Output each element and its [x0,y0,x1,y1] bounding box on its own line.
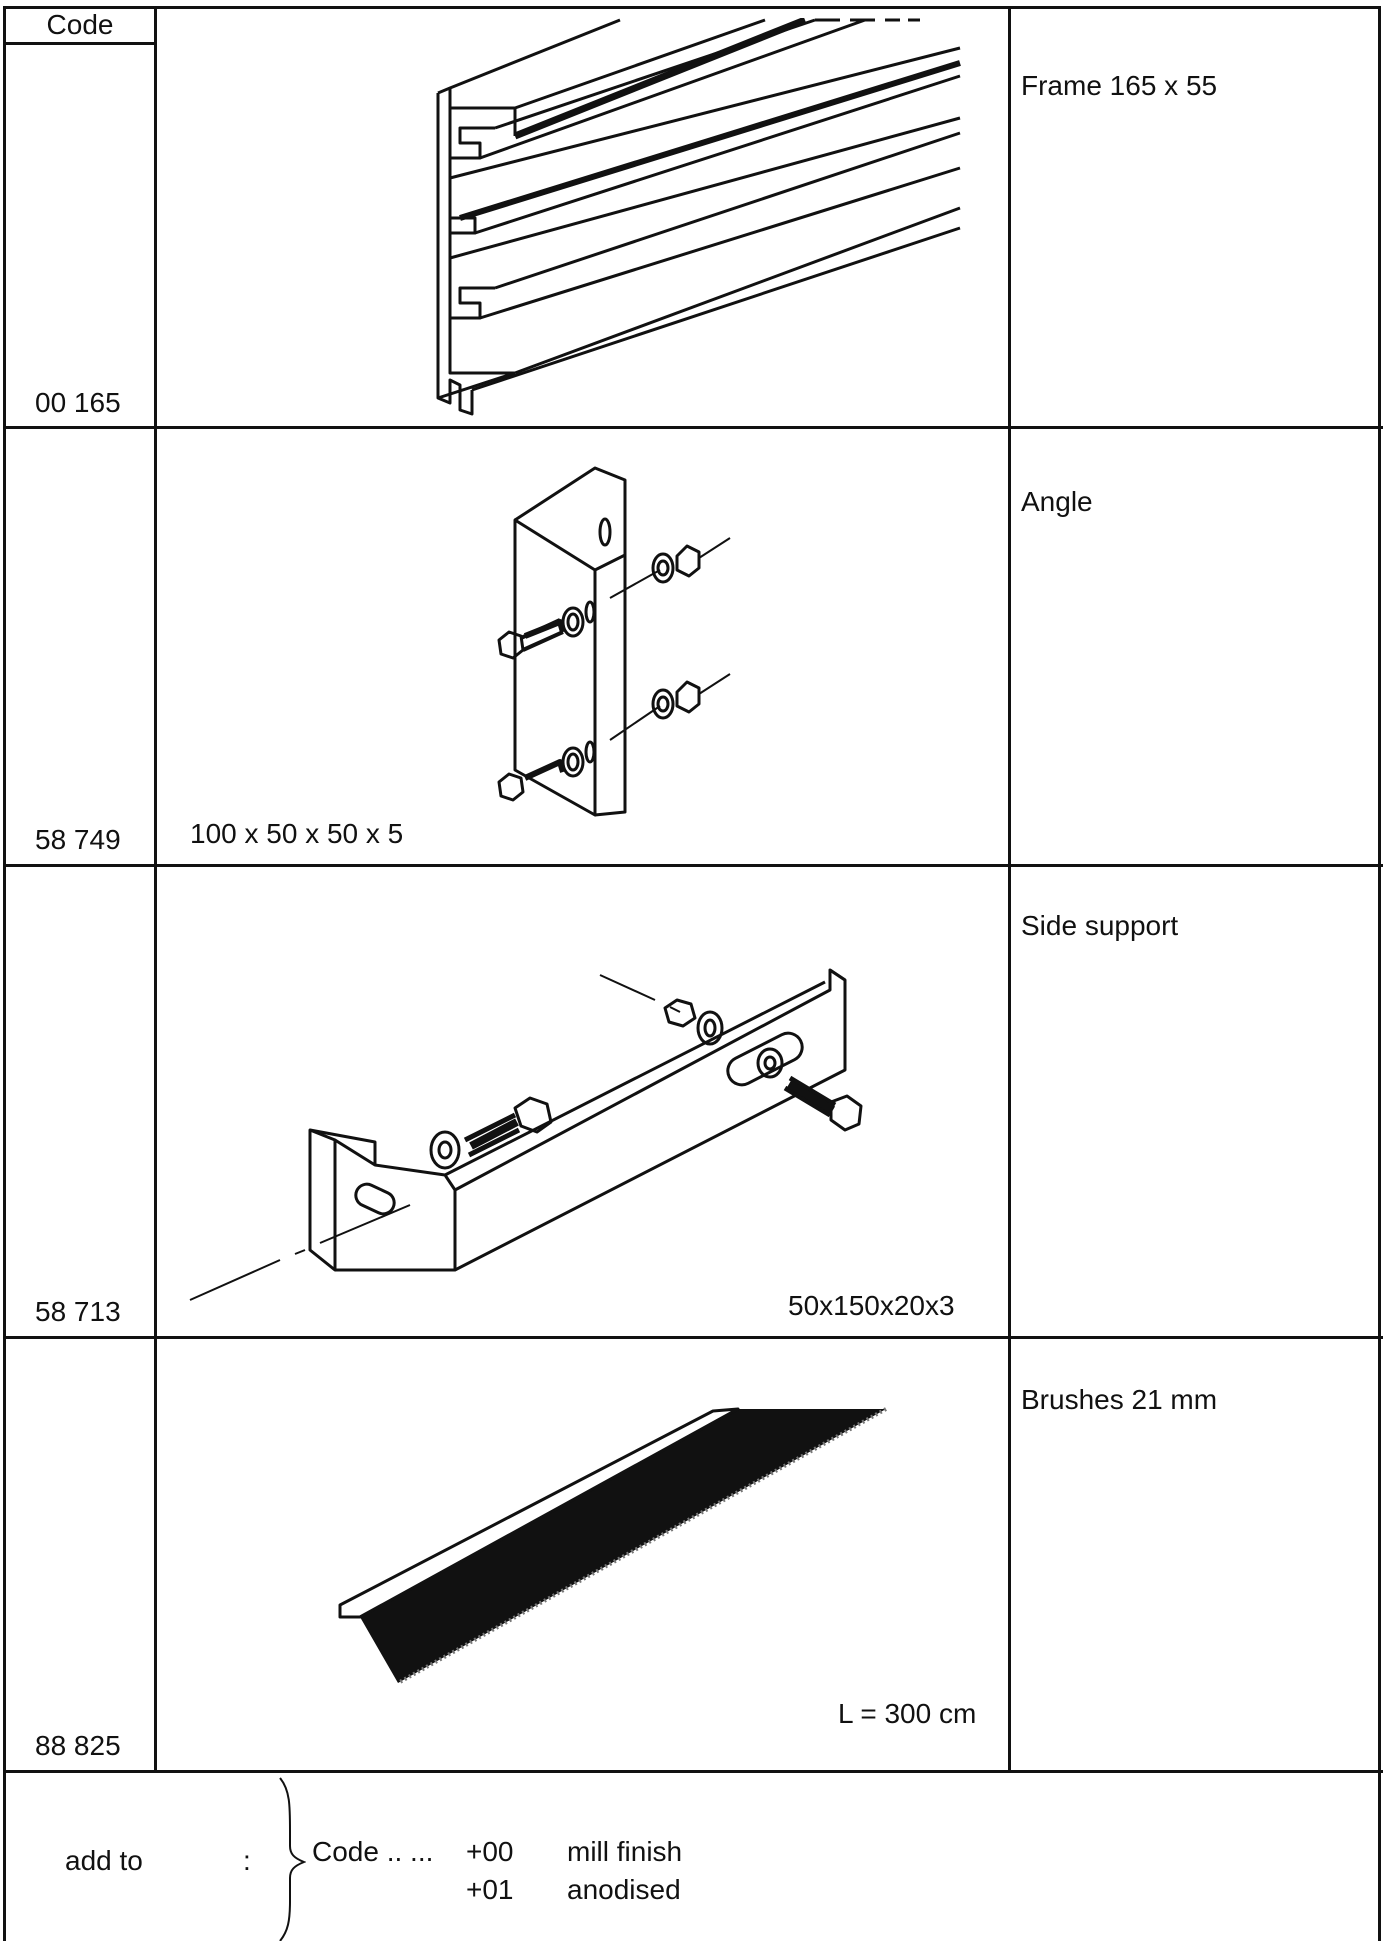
code-header-underline [6,42,157,45]
add-to-label: add to [65,1845,143,1876]
footer-colon: : [243,1845,251,1876]
row-2-dimension: 100 x 50 x 50 x 5 [190,818,404,849]
row-4-description: Brushes 21 mm [1021,1384,1218,1415]
option-1-finish: mill finish [567,1836,683,1867]
aluminium-frame-profile-icon [420,18,980,418]
column-divider-code [154,6,157,1772]
brace-icon [276,1776,306,1941]
row-divider-3 [3,1336,1383,1339]
row-4-dimension: L = 300 cm [838,1698,977,1729]
row-2-code: 58 749 [35,824,121,855]
row-divider-4 [3,1770,1383,1773]
row-3-code: 58 713 [35,1296,121,1327]
brush-strip-icon [338,1405,898,1685]
option-2-suffix: +01 [466,1874,514,1905]
option-2-finish: anodised [567,1874,681,1905]
row-1-description: Frame 165 x 55 [1021,70,1218,101]
row-1-code: 00 165 [35,387,121,418]
row-4-code: 88 825 [35,1730,121,1761]
row-divider-2 [3,864,1383,867]
row-3-dimension: 50x150x20x3 [788,1290,955,1321]
code-column-header: Code [46,9,114,40]
column-divider-description [1008,6,1011,1772]
table-frame [3,6,1381,1941]
row-3-description: Side support [1021,910,1179,941]
row-2-description: Angle [1021,486,1093,517]
row-divider-1 [3,426,1383,429]
angle-bracket-with-bolts-icon [485,460,755,820]
side-support-bracket-icon [185,960,865,1305]
option-1-suffix: +00 [466,1836,514,1867]
code-template: Code .. ... [312,1836,434,1867]
